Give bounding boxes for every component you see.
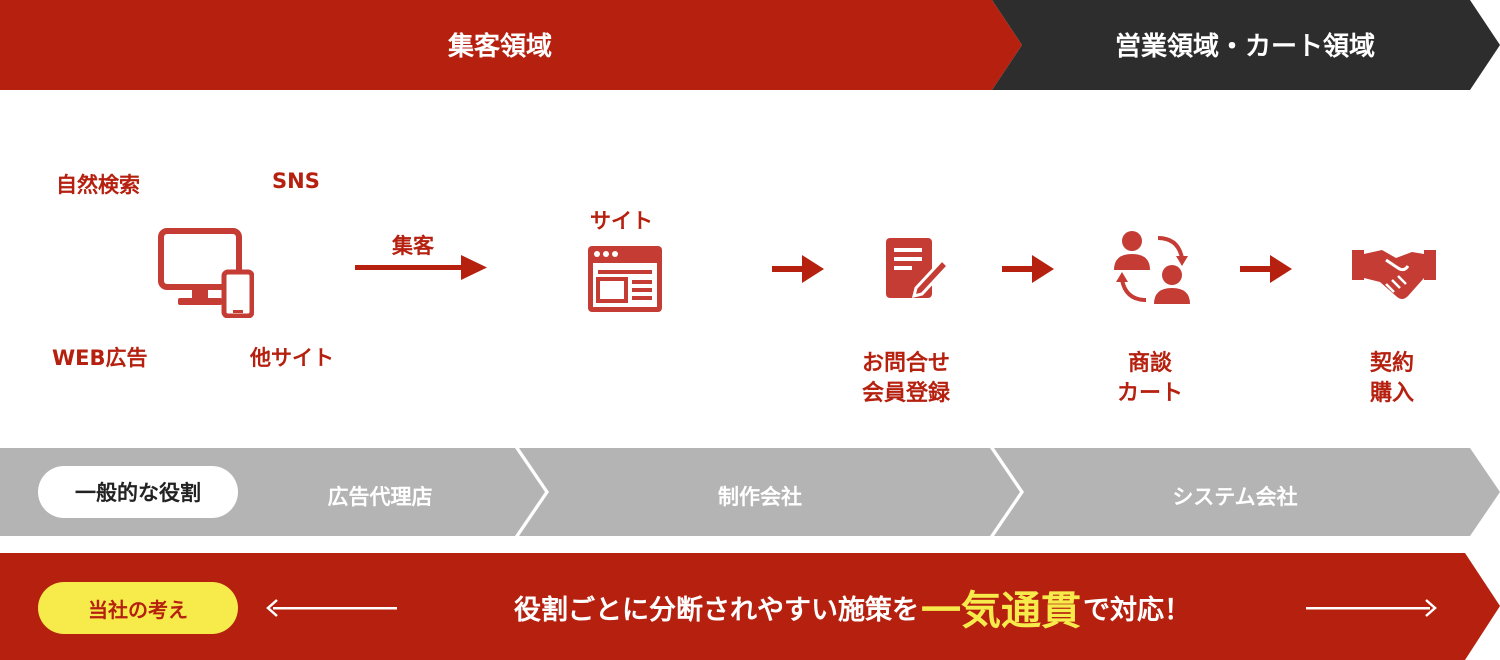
- site-label: サイト: [590, 209, 653, 233]
- negotiation-label-line2: カート: [1116, 381, 1183, 406]
- contract-label: 契約 購入: [1312, 349, 1472, 409]
- approach-message: 役割ごとに分断されやすい施策を 一気通貫 で対応！: [400, 575, 1305, 639]
- channel-web-ads: WEB広告: [52, 346, 148, 370]
- top-banner: [0, 0, 1500, 90]
- attract-label: 集客: [392, 234, 434, 258]
- channel-other-sites: 他サイト: [250, 346, 334, 370]
- role-segment-system: [994, 448, 1500, 536]
- negotiation-label-line1: 商談: [1127, 351, 1172, 376]
- role-ad-agency: 広告代理店: [327, 485, 433, 509]
- role-segment-production: [519, 448, 1020, 536]
- inquiry-label: お問合せ 会員登録: [826, 349, 986, 409]
- channel-organic-search: 自然検索: [56, 173, 140, 197]
- left-arrow-icon: [266, 599, 397, 617]
- acquisition-area-title: 集客領域: [447, 32, 552, 62]
- handshake-icon: [1352, 250, 1436, 299]
- role-system-company: システム会社: [1172, 485, 1298, 509]
- inquiry-label-line2: 会員登録: [861, 381, 950, 406]
- right-arrow-icon: [772, 255, 824, 283]
- approach-message-emphasis: 一気通貫: [921, 588, 1081, 634]
- general-roles-badge: 一般的な役割: [38, 466, 238, 518]
- role-production-company: 制作会社: [718, 485, 802, 509]
- channel-sns: SNS: [272, 169, 320, 193]
- approach-bar: [0, 553, 1500, 660]
- right-arrow-icon: [1240, 255, 1292, 283]
- right-arrow-icon: [1306, 599, 1437, 617]
- our-approach-badge: 当社の考え: [38, 582, 238, 634]
- roles-bar: [0, 448, 1500, 536]
- sales-banner-shape: [992, 0, 1500, 90]
- contract-label-line2: 購入: [1369, 381, 1414, 406]
- sales-cart-area-title: 営業領域・カート領域: [1114, 32, 1375, 62]
- contract-label-line1: 契約: [1369, 351, 1414, 376]
- monitor-smartphone-icon: [158, 228, 254, 318]
- document-edit-icon: [886, 238, 948, 299]
- long-right-arrow-icon: [355, 255, 487, 280]
- approach-message-after: で対応！: [1083, 594, 1191, 626]
- negotiation-label: 商談 カート: [1070, 349, 1230, 409]
- approach-message-before: 役割ごとに分断されやすい施策を: [514, 594, 919, 626]
- people-exchange-icon: [1114, 231, 1190, 304]
- right-arrow-icon: [1002, 255, 1054, 283]
- inquiry-label-line1: お問合せ: [861, 351, 950, 376]
- browser-window-icon: [588, 246, 662, 312]
- acquisition-banner-shape: [0, 0, 1022, 90]
